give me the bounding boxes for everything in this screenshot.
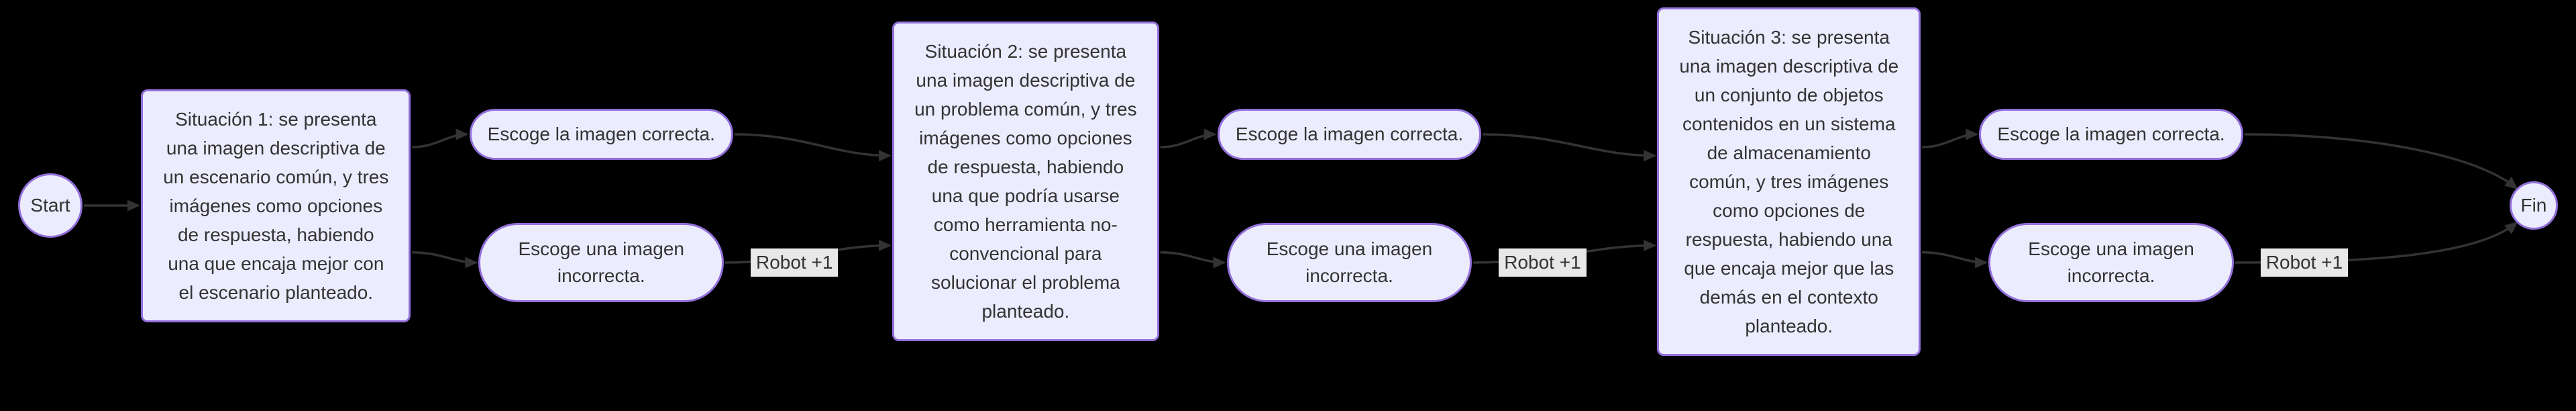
edge-arrow [734,133,892,162]
edge-arrow [1160,128,1217,148]
node-fin-label: Fin [2520,195,2547,216]
edge-label-robot-plus-1: Robot +1 [2260,248,2349,277]
node-incorrect-choice-2-label: Escoge una imagen incorrecta. [1266,238,1433,286]
choice-pair-1: Escoge la imagen correcta. Escoge una im… [469,109,733,302]
node-incorrect-choice-2: Escoge una imagen incorrecta. [1226,223,1472,302]
node-incorrect-choice-3: Escoge una imagen incorrecta. [1988,223,2234,302]
edge-arrow [2244,133,2518,189]
node-start: Start [18,173,83,238]
edge-arrow [1922,128,1979,148]
node-correct-choice-2-label: Escoge la imagen correcta. [1235,124,1464,144]
edge-arrow [1922,250,1988,269]
edge-arrow [1160,250,1226,269]
edge-label-robot-plus-1: Robot +1 [1499,248,1587,277]
edge-arrow [1483,133,1657,162]
node-correct-choice-1-label: Escoge la imagen correcta. [487,124,715,144]
node-correct-choice-3-label: Escoge la imagen correcta. [1997,124,2225,144]
node-situacion-3-label: Situación 3: se presenta una imagen desc… [1679,26,1899,336]
edge-arrow [412,128,469,148]
node-correct-choice-3: Escoge la imagen correcta. [1979,109,2243,160]
node-situacion-1-label: Situación 1: se presenta una imagen desc… [163,108,389,303]
choice-pair-2: Escoge la imagen correcta. Escoge una im… [1217,109,1482,302]
node-incorrect-choice-1: Escoge una imagen incorrecta. [478,223,724,302]
node-situacion-2-label: Situación 2: se presenta una imagen desc… [914,41,1137,322]
node-fin: Fin [2509,181,2558,230]
node-correct-choice-2: Escoge la imagen correcta. [1217,109,1482,160]
edge-arrow [412,250,478,269]
node-start-label: Start [30,195,70,216]
edge-label-robot-plus-1: Robot +1 [751,248,839,277]
node-incorrect-choice-1-label: Escoge una imagen incorrecta. [518,238,684,286]
node-correct-choice-1: Escoge la imagen correcta. [469,109,733,160]
choice-pair-3: Escoge la imagen correcta. Escoge una im… [1979,109,2243,302]
node-situacion-3: Situación 3: se presenta una imagen desc… [1657,7,1921,356]
node-situacion-2: Situación 2: se presenta una imagen desc… [892,21,1159,341]
node-incorrect-choice-3-label: Escoge una imagen incorrecta. [2028,238,2194,286]
node-situacion-1: Situación 1: se presenta una imagen desc… [141,89,411,322]
